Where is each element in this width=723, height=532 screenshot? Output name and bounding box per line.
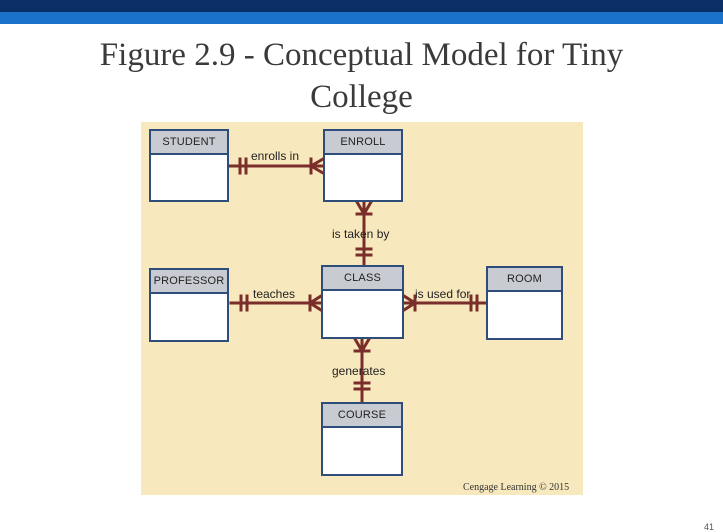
entity-student: STUDENT (149, 129, 229, 202)
rel-label-is-used-for: is used for (415, 287, 471, 301)
copyright-credit: Cengage Learning © 2015 (463, 482, 570, 493)
entity-course: COURSE (321, 402, 403, 476)
entity-enroll-label: ENROLL (325, 131, 401, 155)
rel-label-generates: generates (332, 364, 386, 378)
slide-title: Figure 2.9 - Conceptual Model for Tiny C… (0, 34, 723, 118)
rel-label-teaches: teaches (253, 287, 296, 301)
rel-label-is-taken-by: is taken by (332, 227, 390, 241)
entity-course-label: COURSE (323, 404, 401, 428)
entity-class-label: CLASS (323, 267, 402, 291)
page-number: 41 (704, 522, 715, 532)
top-band-dark (0, 0, 723, 12)
entity-student-label: STUDENT (151, 131, 227, 155)
entity-room: ROOM (486, 266, 563, 340)
title-line-1: Figure 2.9 - Conceptual Model for Tiny (99, 37, 624, 73)
title-line-2: College (310, 79, 413, 115)
top-band-light (0, 12, 723, 24)
entity-professor: PROFESSOR (149, 268, 229, 342)
entity-class: CLASS (321, 265, 404, 339)
rel-label-enrolls-in: enrolls in (251, 149, 300, 163)
entity-enroll: ENROLL (323, 129, 403, 202)
entity-professor-label: PROFESSOR (151, 270, 227, 294)
entity-room-label: ROOM (488, 268, 561, 292)
